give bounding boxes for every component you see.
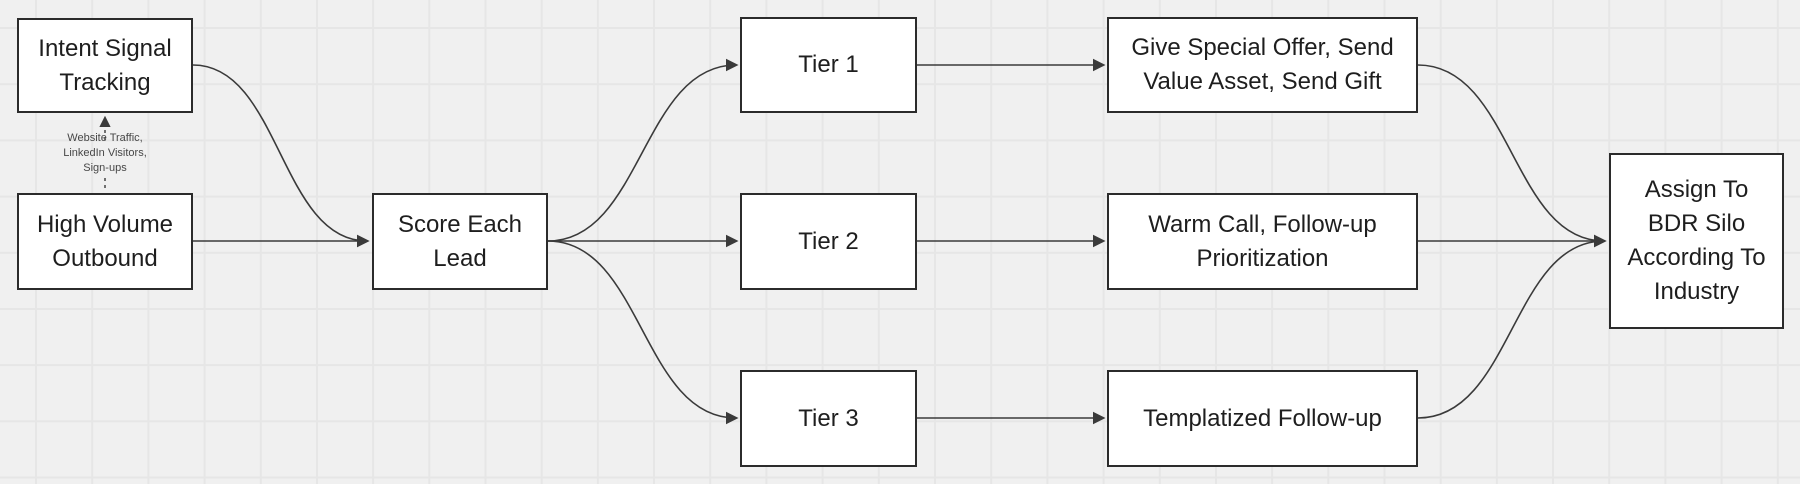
- node-label: Templatized Follow-up: [1143, 404, 1382, 432]
- node-tier-1[interactable]: Tier 1: [740, 17, 917, 113]
- edge-intent-to-score: [192, 64, 370, 248]
- edge-score-to-tier3: [547, 240, 739, 425]
- node-high-volume-outbound[interactable]: High Volume Outbound: [17, 193, 193, 290]
- edge-offer-to-assign: [1417, 64, 1607, 248]
- node-label: Intent Signal Tracking: [38, 34, 172, 96]
- node-give-special-offer[interactable]: Give Special Offer, Send Value Asset, Se…: [1107, 17, 1418, 113]
- node-label: Tier 3: [798, 404, 859, 432]
- node-intent-signal-tracking[interactable]: Intent Signal Tracking: [17, 18, 193, 113]
- node-label: Warm Call, Follow-up Prioritization: [1148, 210, 1377, 272]
- node-assign-to-bdr-silo[interactable]: Assign To BDR Silo According To Industry: [1609, 153, 1784, 329]
- node-label: High Volume Outbound: [36, 210, 174, 272]
- node-templatized-followup[interactable]: Templatized Follow-up: [1107, 370, 1418, 467]
- node-warm-call-followup[interactable]: Warm Call, Follow-up Prioritization: [1107, 193, 1418, 290]
- node-label: Score Each Lead: [397, 210, 523, 272]
- edge-label-intent-sources: Website Traffic, LinkedIn Visitors, Sign…: [63, 132, 147, 174]
- node-label: Give Special Offer, Send Value Asset, Se…: [1131, 34, 1394, 95]
- node-score-each-lead[interactable]: Score Each Lead: [372, 193, 548, 290]
- node-tier-3[interactable]: Tier 3: [740, 370, 917, 467]
- edge-template-to-assign: [1417, 234, 1607, 419]
- node-label: Tier 1: [798, 51, 859, 78]
- node-label: Tier 2: [798, 227, 859, 255]
- node-tier-2[interactable]: Tier 2: [740, 193, 917, 290]
- node-label: Assign To BDR Silo According To Industry: [1627, 176, 1766, 305]
- edge-score-to-tier1: [547, 58, 739, 242]
